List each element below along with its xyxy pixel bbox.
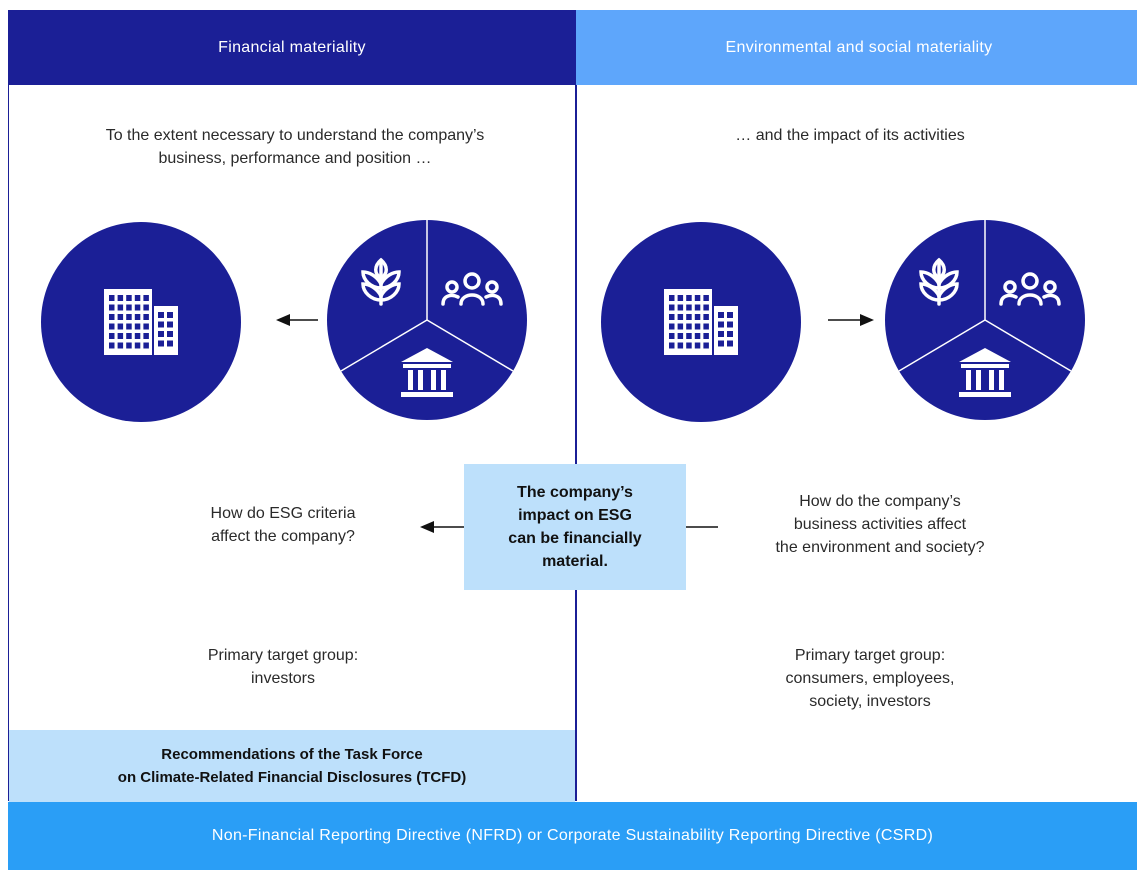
- building-icon: [664, 289, 738, 355]
- question-left-text: How do ESG criteria affect the company?: [210, 505, 356, 545]
- company-circle-left: [41, 222, 241, 422]
- header-environmental-social-materiality: Environmental and social materiality: [576, 10, 1137, 85]
- building-icon: [104, 289, 178, 355]
- arrow-right-icon: [828, 314, 874, 326]
- stakeholder-circle-left: [327, 220, 527, 420]
- tcfd-box: Recommendations of the Task Force on Cli…: [9, 730, 575, 802]
- center-impact-box: The company’s impact on ESG can be finan…: [464, 464, 686, 590]
- intro-right-text: … and the impact of its activities: [735, 127, 965, 144]
- header-financial-materiality: Financial materiality: [8, 10, 576, 85]
- question-right-text: How do the company’s business activities…: [775, 493, 985, 556]
- arrow-to-financial-question: [420, 521, 464, 533]
- footer-directive-bar: Non-Financial Reporting Directive (NFRD)…: [8, 802, 1137, 870]
- arrow-left-icon: [276, 314, 318, 326]
- company-circle-right: [601, 222, 801, 422]
- target-group-left-text: Primary target group: investors: [207, 647, 359, 687]
- stakeholder-circle-right: [885, 220, 1085, 420]
- financial-materiality-panel: [8, 85, 577, 801]
- intro-left-text: To the extent necessary to understand th…: [105, 127, 485, 167]
- target-group-right-text: Primary target group: consumers, employe…: [785, 647, 955, 710]
